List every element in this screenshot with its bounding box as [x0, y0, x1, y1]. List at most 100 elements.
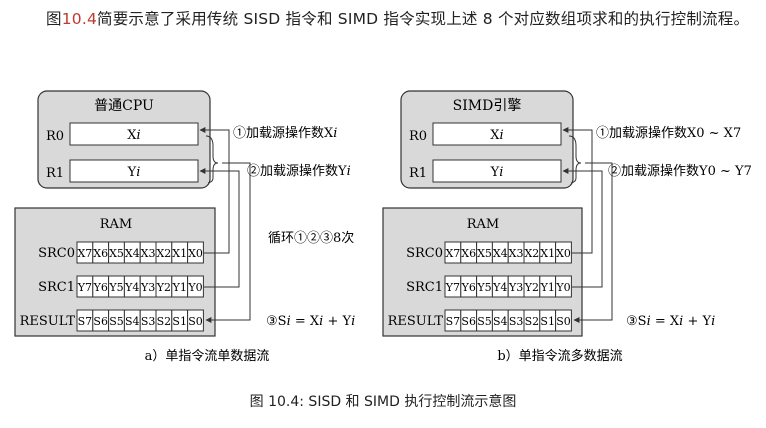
r1-register: [69, 159, 199, 183]
memory-cell-label: S2: [525, 315, 540, 328]
cpu-title: 普通CPU: [94, 98, 154, 114]
simd-r1-register: [432, 159, 562, 183]
simd-step1-label: ①加载源操作数X0 ~ X7: [596, 125, 741, 141]
memory-cell-label: Y7: [77, 281, 92, 294]
memory-cell-label: S2: [157, 315, 172, 328]
memory-cell-label: S4: [493, 315, 508, 328]
memory-cell-label: Y2: [156, 281, 171, 294]
simd-load-y-arrow: [562, 168, 603, 288]
memory-cell-label: S5: [477, 315, 492, 328]
simd-r0-register: [432, 122, 562, 146]
simd-result-label: RESULT: [388, 314, 444, 329]
memory-cell-label: S0: [556, 315, 571, 328]
memory-cell-label: Y0: [187, 281, 202, 294]
memory-cell-label: Y7: [445, 281, 460, 294]
simd-ram-title: RAM: [467, 217, 500, 232]
memory-cell-label: X5: [109, 247, 124, 260]
memory-cell-label: S6: [93, 315, 108, 328]
r0-label: R0: [46, 129, 64, 144]
simd-r1-value: Yi: [490, 165, 504, 180]
intro-text-pre: 图: [46, 10, 62, 28]
memory-cell-label: X3: [141, 247, 156, 260]
src0-label: SRC0: [38, 246, 75, 261]
simd-step3-label: ③Si = Xi + Yi: [626, 314, 715, 329]
load-y-arrow: [199, 168, 240, 288]
step2-label: ②加载源操作数Yi: [247, 163, 351, 179]
memory-cell: [187, 275, 204, 298]
memory-cell: [555, 241, 572, 264]
sisd-panel: 普通CPU R0 Xi R1 Yi RAM SRC0 SRC1 RESULT X…: [14, 90, 355, 364]
r1-label: R1: [46, 166, 64, 181]
memory-cell-label: S4: [125, 315, 140, 328]
memory-cell-label: X4: [493, 247, 508, 260]
memory-cell-label: Y5: [476, 281, 491, 294]
memory-cell-label: Y1: [540, 281, 555, 294]
memory-cell-label: X6: [461, 247, 476, 260]
memory-cell-label: Y4: [124, 281, 139, 294]
simd-register-bracket: [568, 135, 582, 184]
memory-cell-label: Y3: [508, 281, 523, 294]
r0-register: [69, 122, 199, 146]
memory-cell-label: S6: [461, 315, 476, 328]
load-x-arrow: [199, 127, 230, 254]
memory-cell-label: S3: [509, 315, 524, 328]
memory-cell-label: Y6: [461, 281, 476, 294]
simd-r1-label: R1: [409, 166, 427, 181]
memory-cell-label: S7: [78, 315, 93, 328]
simd-store-sum-arrow: [573, 162, 613, 323]
memory-cell-label: S7: [446, 315, 461, 328]
memory-cell-label: X7: [445, 247, 460, 260]
memory-cell-label: Y3: [140, 281, 155, 294]
memory-cell-label: S0: [188, 315, 203, 328]
memory-cell-label: X2: [156, 247, 171, 260]
register-bracket: [205, 135, 219, 184]
memory-cell-label: X4: [125, 247, 140, 260]
step1-label: ①加载源操作数Xi: [233, 125, 337, 141]
memory-cell-label: S1: [172, 315, 187, 328]
simd-r0-label: R0: [409, 129, 427, 144]
intro-text-post: 简要示意了采用传统 SISD 指令和 SIMD 指令实现上述 8 个对应数组项求…: [97, 10, 750, 28]
memory-cell-label: X1: [172, 247, 187, 260]
memory-cell: [555, 309, 572, 332]
step3-label: ③Si = Xi + Yi: [266, 314, 355, 329]
simd-title: SIMD引擎: [453, 98, 522, 114]
loop-label: 循环①②③8次: [268, 230, 354, 246]
store-sum-arrow: [205, 162, 251, 323]
sub-caption-b: b）单指令流多数据流: [497, 348, 622, 364]
memory-cell: [187, 309, 204, 332]
result-label: RESULT: [20, 314, 76, 329]
intro-paragraph: 图10.4简要示意了采用传统 SISD 指令和 SIMD 指令实现上述 8 个对…: [14, 6, 754, 33]
simd-step2-label: ②加载源操作数Y0 ~ Y7: [608, 163, 752, 179]
memory-cell-label: Y5: [108, 281, 123, 294]
simd-src0-label: SRC0: [406, 246, 443, 261]
memory-cell-label: Y1: [172, 281, 187, 294]
memory-cell-label: Y6: [93, 281, 108, 294]
memory-cell-label: X7: [77, 247, 92, 260]
simd-panel: SIMD引擎 R0 Xi R1 Yi RAM SRC0 SRC1 RESULT …: [382, 90, 752, 364]
figure-reference-link[interactable]: 10.4: [61, 10, 98, 28]
memory-cell-label: X0: [188, 247, 203, 260]
memory-cell-label: X0: [556, 247, 571, 260]
memory-cell: [555, 275, 572, 298]
memory-cell-label: S5: [109, 315, 124, 328]
simd-r0-value: Xi: [490, 128, 503, 143]
r1-value: Yi: [127, 165, 141, 180]
simd-load-x-arrow: [562, 127, 593, 254]
memory-cell-label: X1: [540, 247, 555, 260]
memory-cell-label: X3: [509, 247, 524, 260]
memory-cell-label: Y0: [555, 281, 570, 294]
ram-title: RAM: [100, 217, 133, 232]
memory-cell-label: Y4: [492, 281, 507, 294]
r0-value: Xi: [127, 128, 140, 143]
simd-src1-label: SRC1: [406, 280, 443, 295]
sub-caption-a: a）单指令流单数据流: [145, 349, 270, 364]
memory-cell: [187, 241, 204, 264]
figure-caption: 图 10.4: SISD 和 SIMD 执行控制流示意图: [249, 394, 517, 410]
